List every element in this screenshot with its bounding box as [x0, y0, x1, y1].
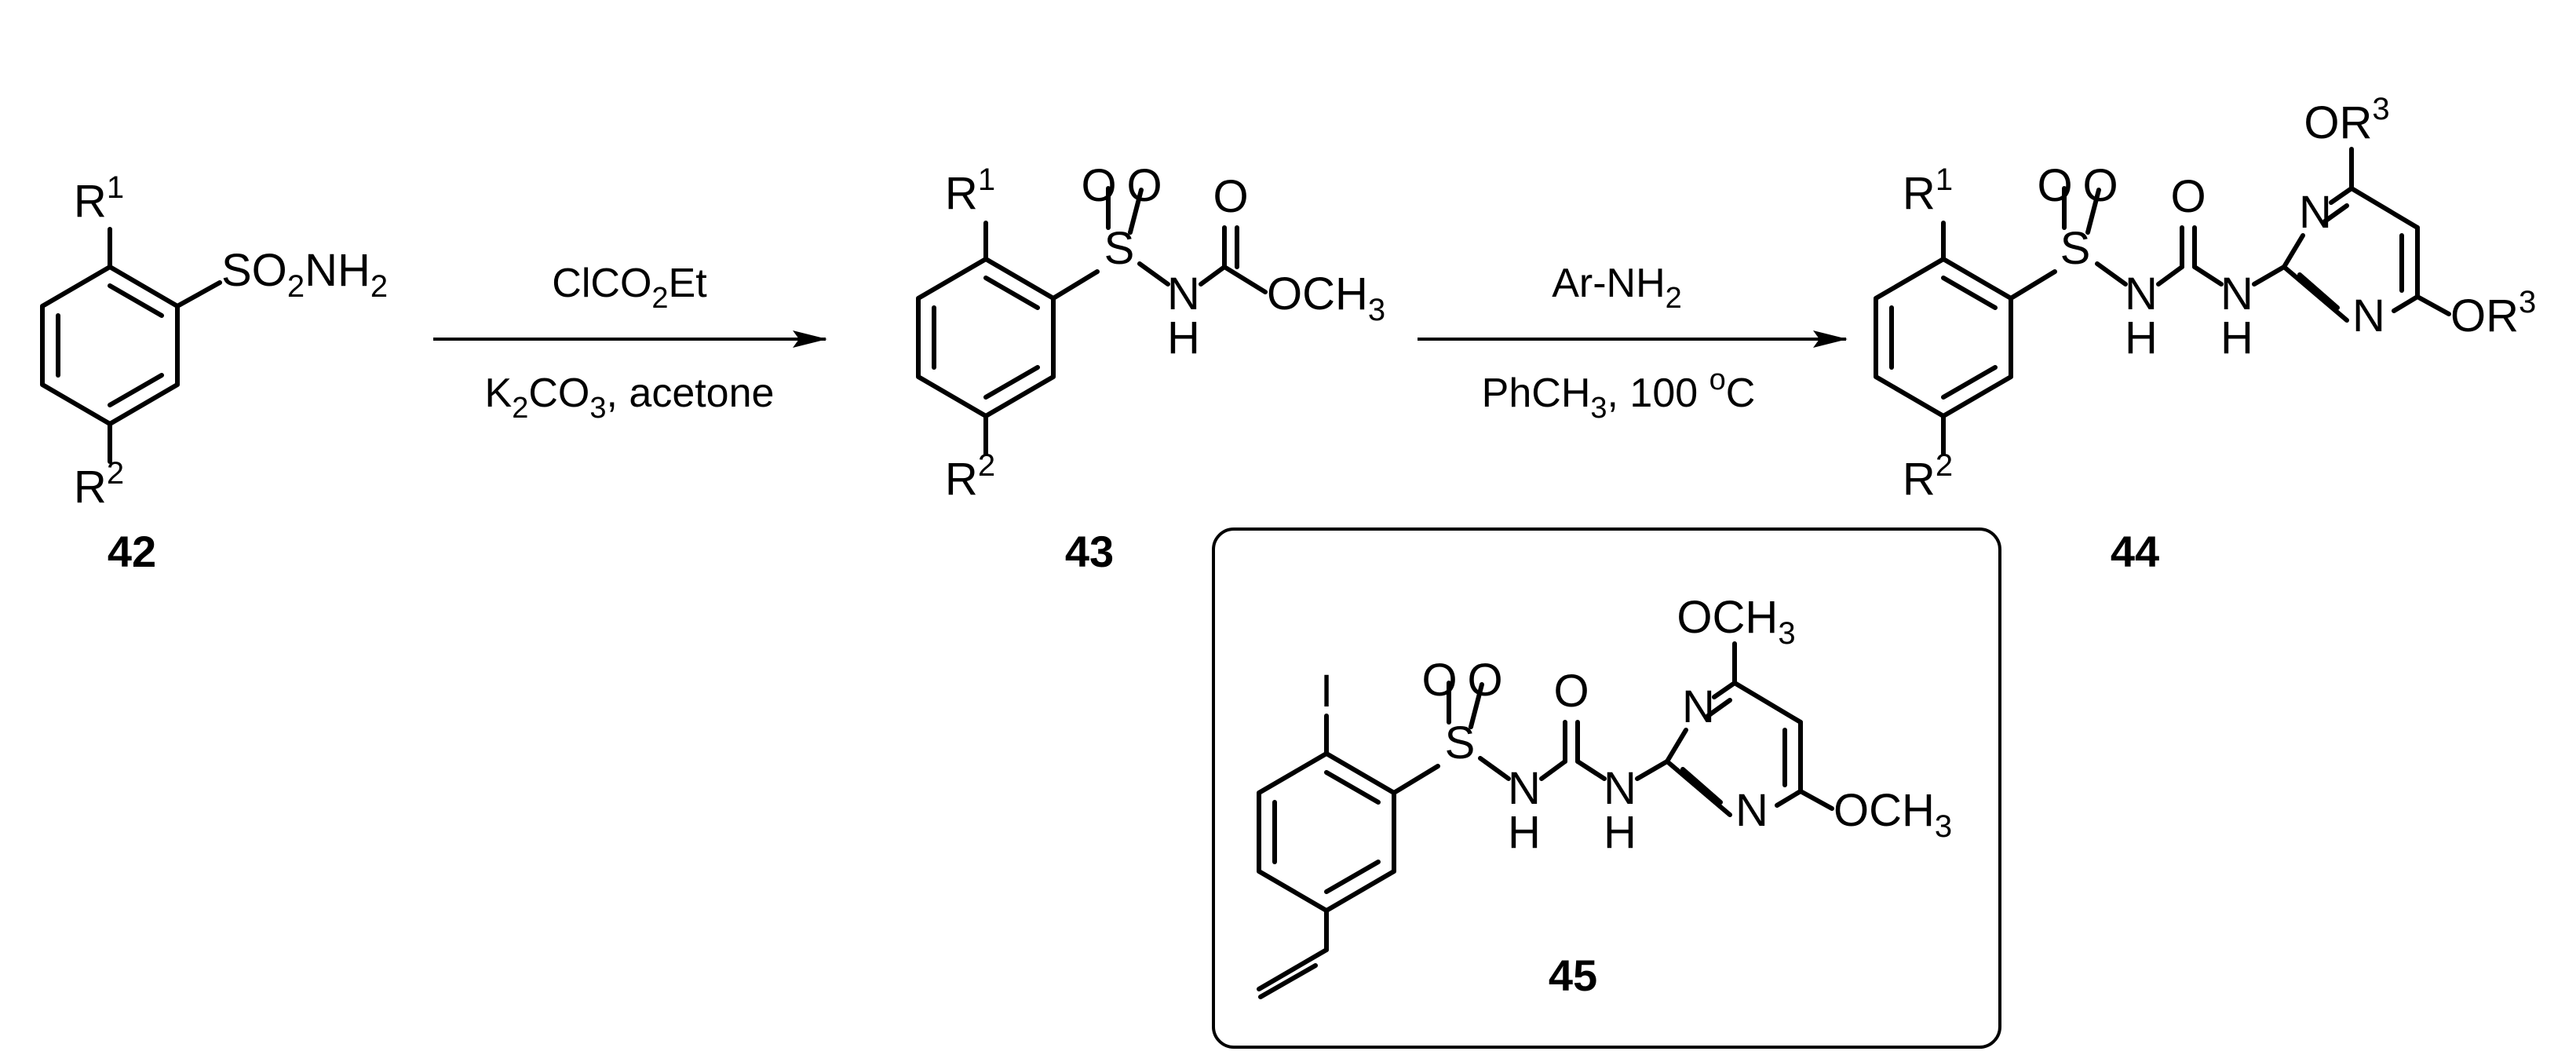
sulfur-atom: S — [1445, 717, 1476, 768]
sulfonyl-oxygen-1: O — [1081, 160, 1116, 211]
n-c-bond — [1539, 759, 1567, 781]
conditions-below-1: K2CO3, acetone — [485, 371, 775, 425]
nitrogen-atom-2: N — [1604, 763, 1636, 814]
c-n-bond — [2192, 265, 2224, 287]
s-o-bond-2 — [1128, 188, 1144, 235]
compound-label-43: 43 — [1065, 527, 1114, 576]
nitrogen-atom-2: N — [2220, 268, 2253, 319]
carbonyl-oxygen: O — [2170, 171, 2206, 222]
compound-44: R1 R2 O O S N H O N H N N OR3 OR3 44 — [1874, 92, 2536, 576]
compound-label-44: 44 — [2111, 527, 2159, 576]
nitrogen-atom-1: N — [1508, 763, 1541, 814]
pyrimidine-nitrogen-1: N — [2299, 187, 2332, 238]
sulfonyl-oxygen-2: O — [1126, 160, 1162, 211]
r1-substituent: R1 — [945, 162, 995, 219]
sulfur-atom: S — [2060, 223, 2091, 274]
r2-substituent: R2 — [1903, 448, 1953, 505]
s-n-bond — [2095, 261, 2128, 287]
sulfonyl-oxygen-1: O — [1421, 655, 1457, 706]
c-ome-bond — [1222, 265, 1268, 294]
r1-substituent: R1 — [74, 170, 124, 227]
or-right-bond — [2415, 294, 2451, 316]
benzene-ring — [916, 257, 1056, 418]
pyrimidine-ring — [1665, 681, 1803, 817]
r2-substituent: R2 — [945, 448, 995, 505]
compound-45: I O O S N H O N H N N OCH3 OCH3 45 — [1257, 592, 1952, 1000]
reagent-above-2: Ar-NH2 — [1552, 261, 1682, 315]
s-o-bond-2 — [1469, 682, 1484, 729]
carbonyl-oxygen: O — [1213, 171, 1248, 222]
reaction-step-2: Ar-NH2 PhCH3, 100 oC — [1418, 261, 1848, 425]
nitrogen-atom: N — [1167, 268, 1200, 319]
sulfonyl-oxygen-1: O — [2037, 160, 2072, 211]
s-o-bond-2 — [2085, 188, 2101, 235]
conditions-below-2: PhCH3, 100 oC — [1482, 363, 1756, 425]
reaction-step-1: ClCO2Et K2CO3, acetone — [433, 261, 827, 425]
compound-45-box — [1212, 528, 2001, 1049]
nh-hydrogen-1: H — [2125, 312, 2158, 363]
n-c-bond — [2156, 265, 2184, 287]
compound-label-42: 42 — [108, 527, 156, 576]
reagent-above-1: ClCO2Et — [552, 261, 707, 315]
c-s-bond — [2009, 269, 2057, 301]
methoxy-top: OCH3 — [1677, 592, 1795, 651]
n-c-bond — [1199, 265, 1227, 287]
sulfonamide-bond — [175, 280, 222, 308]
sulfonyl-oxygen-2: O — [1467, 655, 1502, 706]
ome-right-bond — [1798, 789, 1834, 811]
nh-hydrogen-2: H — [1604, 807, 1636, 858]
sulfur-atom: S — [1104, 223, 1135, 274]
pyrimidine-nitrogen-2: N — [2352, 290, 2385, 341]
n-pyrimidine-bond — [2252, 265, 2286, 287]
pyrimidine-nitrogen-1: N — [1682, 681, 1715, 732]
nh-hydrogen: H — [1167, 312, 1200, 363]
sulfonamide-group: SO2NH2 — [221, 245, 388, 304]
r2-substituent: R2 — [74, 456, 124, 513]
c-s-bond — [1051, 269, 1100, 301]
nh-hydrogen-2: H — [2220, 312, 2253, 363]
alkoxy-top: OR3 — [2304, 92, 2389, 148]
methoxy-right: OCH3 — [1833, 785, 1952, 844]
sulfonyl-oxygen-2: O — [2082, 160, 2118, 211]
c-s-bond — [1392, 764, 1440, 795]
compound-42: R1 R2 SO2NH2 42 — [40, 170, 388, 576]
alkoxy-right: OR3 — [2450, 285, 2536, 341]
benzene-ring — [1874, 257, 2013, 418]
carbonyl-oxygen: O — [1553, 666, 1589, 717]
vinyl-group — [1257, 908, 1329, 999]
s-n-bond — [1478, 756, 1511, 781]
c-n-bond — [1575, 759, 1607, 781]
nitrogen-atom-1: N — [2125, 268, 2158, 319]
iodine-atom: I — [1320, 666, 1333, 717]
s-n-bond — [1137, 261, 1170, 287]
r1-substituent: R1 — [1903, 162, 1953, 219]
benzene-ring — [40, 265, 180, 426]
compound-label-45: 45 — [1549, 951, 1597, 1000]
nh-hydrogen-1: H — [1508, 807, 1541, 858]
pyrimidine-nitrogen-2: N — [1735, 785, 1768, 836]
compound-43: R1 R2 O O S N H O OCH3 43 — [916, 160, 1385, 576]
pyrimidine-ring — [2282, 186, 2420, 323]
methoxy-group: OCH3 — [1267, 268, 1385, 327]
benzene-ring — [1257, 751, 1396, 913]
n-pyrimidine-bond — [1635, 759, 1669, 781]
